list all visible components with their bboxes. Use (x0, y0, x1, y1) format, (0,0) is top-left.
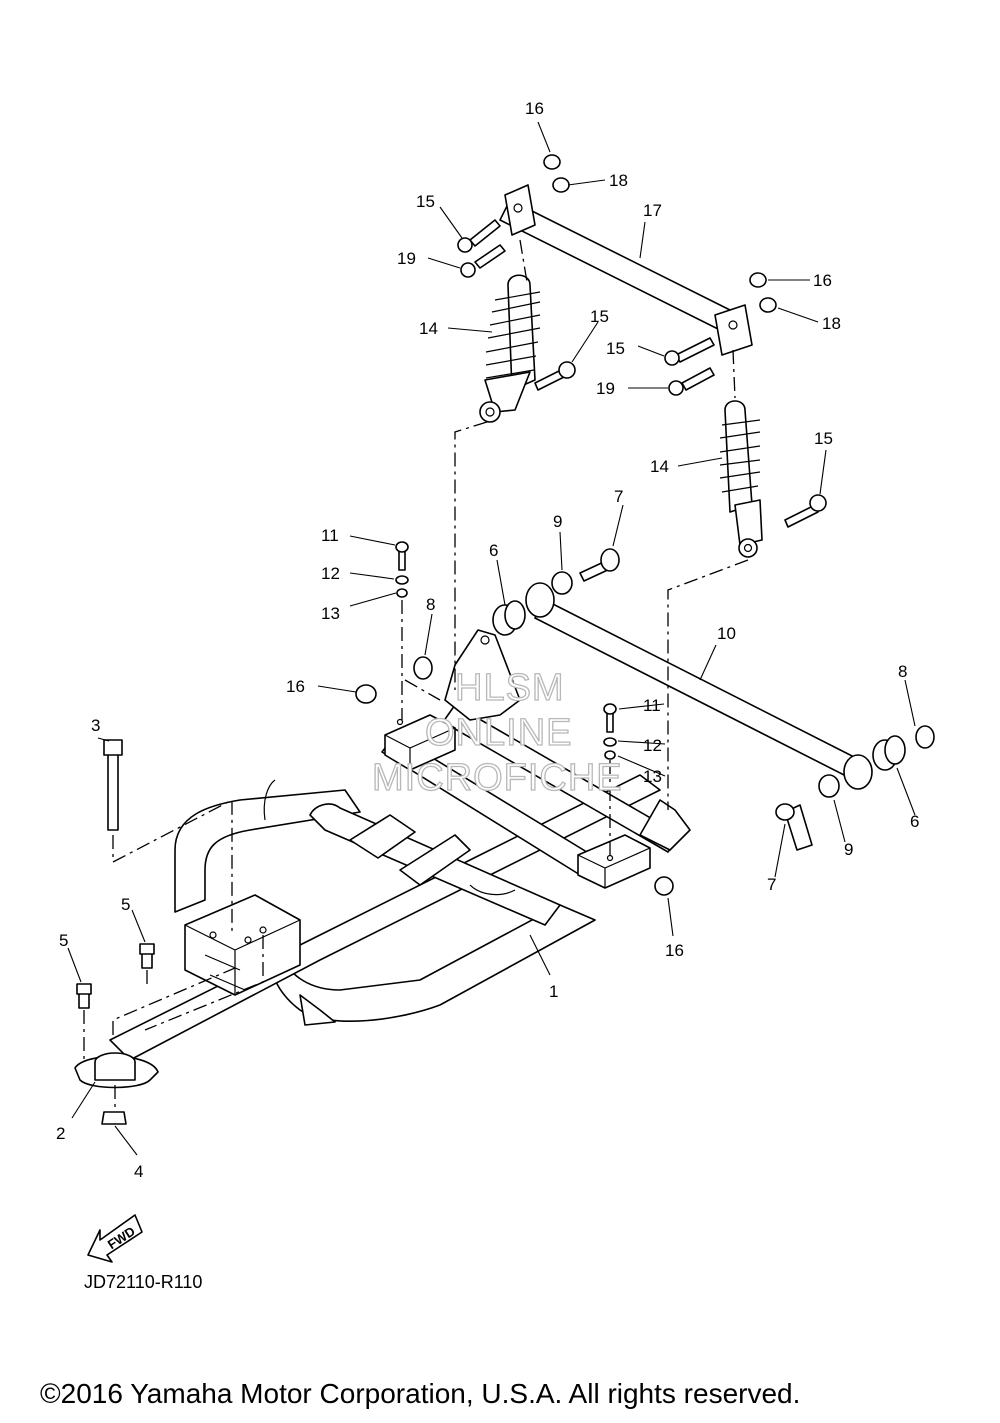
callout-17: 17 (643, 201, 662, 220)
callout-12: 12 (321, 564, 340, 583)
callout-6: 6 (910, 812, 919, 831)
watermark: HLSM ONLINE MICROFICHE (371, 666, 623, 799)
callout-14: 14 (419, 319, 438, 338)
callout-14: 14 (650, 457, 669, 476)
callout-5: 5 (59, 931, 68, 950)
svg-text:MICROFICHE: MICROFICHE (372, 757, 623, 799)
copyright-notice: ©2016 Yamaha Motor Corporation, U.S.A. A… (40, 1378, 801, 1409)
callout-2: 2 (56, 1124, 65, 1143)
callout-16: 16 (286, 677, 305, 696)
shock-absorber-right (719, 400, 763, 558)
upper-crossbar (499, 184, 753, 356)
callout-15: 15 (606, 339, 625, 358)
callout-8: 8 (898, 662, 907, 681)
callout-13: 13 (643, 767, 662, 786)
callout-9: 9 (844, 840, 853, 859)
callout-16: 16 (813, 271, 832, 290)
callout-6: 6 (489, 541, 498, 560)
callout-16: 16 (525, 99, 544, 118)
hardware (74, 154, 935, 1125)
callouts: 1 2 3 4 5 5 6 6 7 7 8 8 9 9 10 11 11 12 … (56, 99, 919, 1181)
rear-frame (109, 629, 691, 1061)
callout-19: 19 (397, 249, 416, 268)
callout-11: 11 (643, 696, 661, 715)
callout-12: 12 (643, 736, 662, 755)
callout-13: 13 (321, 604, 340, 623)
callout-1: 1 (549, 982, 558, 1001)
callout-9: 9 (553, 512, 562, 531)
leader-lines (67, 121, 916, 1156)
callout-7: 7 (767, 875, 776, 894)
callout-11: 11 (321, 526, 339, 545)
callout-15: 15 (416, 192, 435, 211)
shock-absorber-left (479, 274, 541, 423)
callout-10: 10 (717, 624, 736, 643)
svg-text:ONLINE: ONLINE (425, 712, 572, 754)
svg-text:HLSM: HLSM (455, 667, 565, 709)
callout-15: 15 (814, 429, 833, 448)
callout-8: 8 (426, 595, 435, 614)
callout-19: 19 (596, 379, 615, 398)
forward-arrow-icon: FWD (87, 1214, 143, 1263)
link-rod (525, 582, 873, 790)
callout-5: 5 (121, 895, 130, 914)
callout-16: 16 (665, 941, 684, 960)
diagram-code: JD72110-R110 (84, 1272, 203, 1292)
callout-7: 7 (614, 487, 623, 506)
callout-4: 4 (134, 1162, 143, 1181)
callout-18: 18 (609, 171, 628, 190)
callout-3: 3 (91, 716, 100, 735)
assembly-lines (83, 239, 749, 1110)
callout-18: 18 (822, 314, 841, 333)
callout-15: 15 (590, 307, 609, 326)
